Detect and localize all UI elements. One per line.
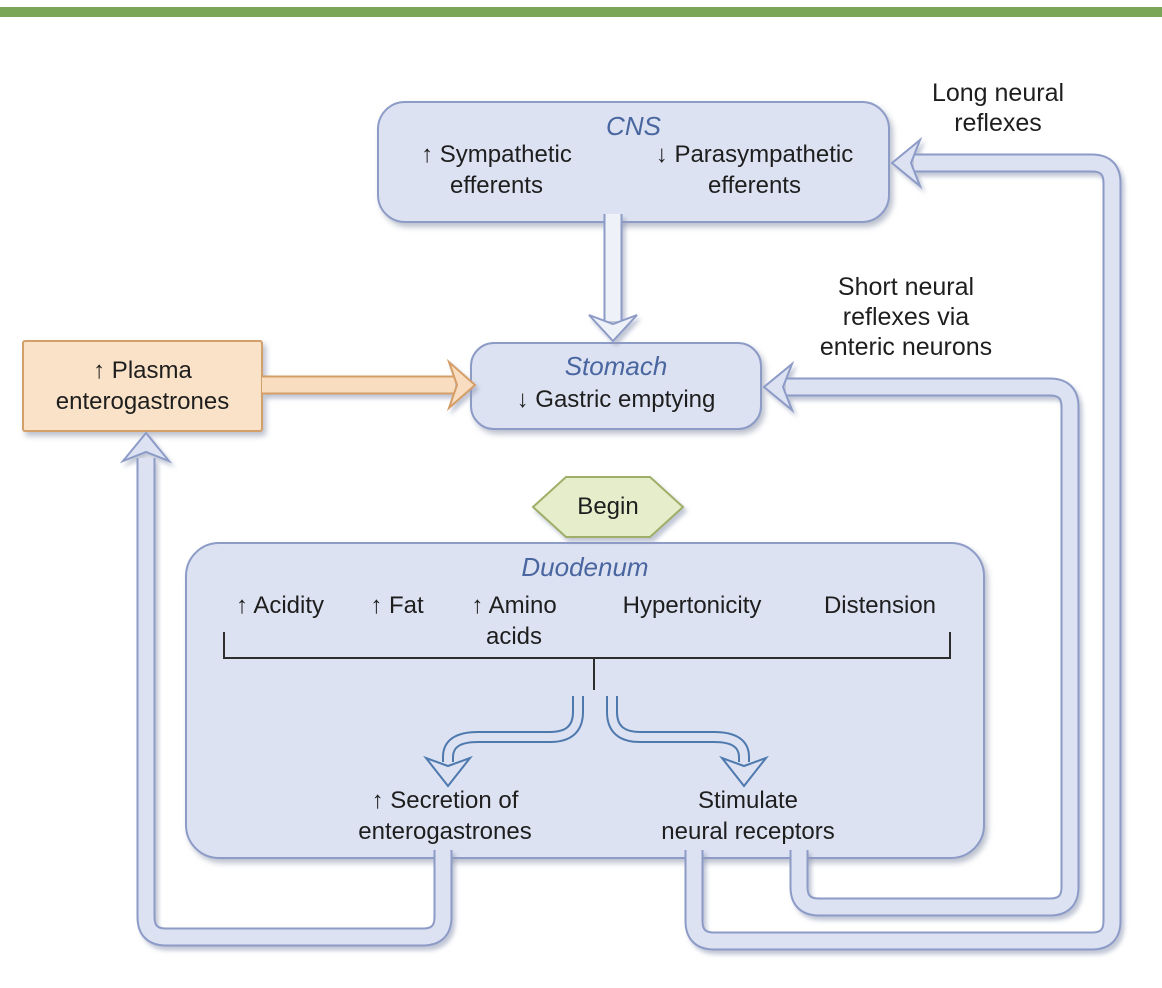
secretion-enterogastrones-label: ↑ Secretion of enterogastrones xyxy=(358,787,532,845)
begin-label: Begin xyxy=(577,493,639,520)
cns-sympathetic-label: ↑ Sympathetic efferents xyxy=(421,141,572,199)
cns-to-stomach-arrow xyxy=(588,214,638,343)
cns-box: CNS ↑ Sympathetic efferents ↓ Parasympat… xyxy=(377,101,890,223)
stimulate-neural-receptors-label: Stimulate neural receptors xyxy=(661,787,835,845)
long-neural-reflexes-label: Long neural reflexes xyxy=(931,79,1065,137)
factor-acidity: ↑ Acidity xyxy=(235,592,325,619)
plasma-up-arrowhead xyxy=(119,431,173,464)
factor-fat: ↑ Fat xyxy=(370,592,424,619)
stomach-title: Stomach xyxy=(564,351,668,381)
factor-hypertonicity: Hypertonicity xyxy=(622,592,762,619)
duodenum-box: Duodenum ↑ Acidity ↑ Fat ↑ Amino acids H… xyxy=(185,542,985,859)
plasma-enterogastrones-label: ↑ Plasma enterogastrones xyxy=(55,357,230,415)
short-neural-reflexes-label: Short neural reflexes via enteric neuron… xyxy=(819,273,993,361)
factor-distension: Distension xyxy=(823,592,937,619)
enterogastrone-to-stomach-arrow xyxy=(262,358,477,412)
cns-title: CNS xyxy=(606,111,661,141)
long-reflex-arrowhead xyxy=(890,136,923,190)
stomach-box: Stomach ↓ Gastric emptying xyxy=(470,342,762,430)
top-green-bar xyxy=(0,7,1162,17)
cns-parasympathetic-label: ↓ Parasympathetic efferents xyxy=(655,141,854,199)
plasma-enterogastrones-box: ↑ Plasma enterogastrones xyxy=(22,340,263,432)
duodenum-title: Duodenum xyxy=(521,552,649,582)
factor-amino-acids: ↑ Amino acids xyxy=(471,592,557,650)
gastric-emptying-label: ↓ Gastric emptying xyxy=(516,386,716,413)
cns-to-stomach-arrowhead xyxy=(588,314,638,343)
short-reflex-arrowhead xyxy=(762,360,795,414)
